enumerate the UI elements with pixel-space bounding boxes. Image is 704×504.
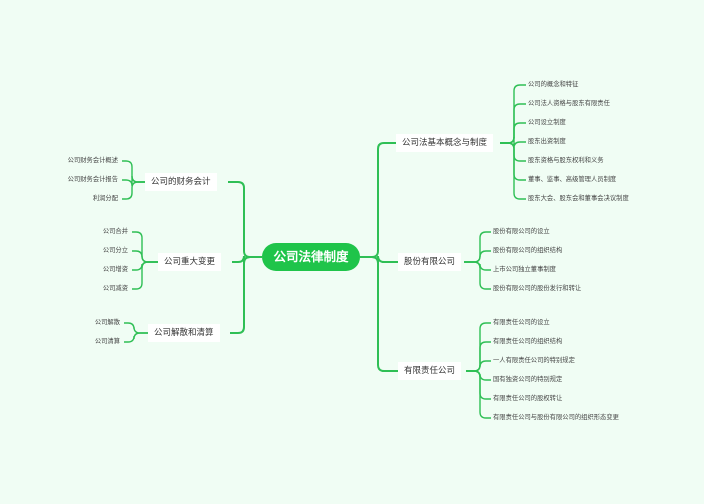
leaf-item[interactable]: 一人有限责任公司的特别规定 <box>493 357 575 364</box>
leaf-item[interactable]: 有限责任公司的组织结构 <box>493 338 563 345</box>
connector-leaf <box>500 142 526 200</box>
connector-leaf <box>124 332 148 343</box>
leaf-item[interactable]: 公司的概念和特征 <box>528 81 579 88</box>
leaf-item[interactable]: 有限责任公司与股份有限公司的组织形态变更 <box>493 414 619 421</box>
connector-leaf <box>466 322 491 372</box>
leaf-item[interactable]: 上市公司独立董事制度 <box>493 266 556 273</box>
connector-leaf <box>132 250 158 263</box>
leaf-item[interactable]: 股份有限公司的股份发行和转让 <box>493 285 582 292</box>
leaf-item[interactable]: 公司设立制度 <box>528 119 566 126</box>
connector-leaf <box>132 231 158 263</box>
leaf-item[interactable]: 公司清算 <box>94 338 120 345</box>
connector-leaf <box>132 261 158 290</box>
leaf-item[interactable]: 股东出资制度 <box>528 138 566 145</box>
leaf-item[interactable]: 国有独资公司的特别规定 <box>493 376 563 383</box>
leaf-item[interactable]: 公司分立 <box>102 247 128 254</box>
leaf-item[interactable]: 董事、监事、高级管理人员制度 <box>528 176 617 183</box>
leaf-item[interactable]: 股份有限公司的设立 <box>493 228 550 235</box>
connector-root-right <box>360 256 398 372</box>
branch-major-changes[interactable]: 公司重大变更 <box>158 253 222 271</box>
leaf-item[interactable]: 公司法人资格与股东有限责任 <box>528 100 610 107</box>
branch-joint-stock-company[interactable]: 股份有限公司 <box>398 253 462 271</box>
leaf-item[interactable]: 有限责任公司的股权转让 <box>493 395 563 402</box>
leaf-item[interactable]: 公司合并 <box>102 228 128 235</box>
connector-leaf <box>500 84 526 144</box>
leaf-item[interactable]: 股东大会、股东会和董事会决议制度 <box>528 195 629 202</box>
root-topic[interactable]: 公司法律制度 <box>262 243 360 271</box>
branch-financial-accounting[interactable]: 公司的财务会计 <box>145 173 217 191</box>
leaf-item[interactable]: 股东资格与股东权利和义务 <box>528 157 604 164</box>
connector-leaf <box>464 231 491 263</box>
connector-root-right <box>360 142 396 258</box>
connector-leaf <box>124 322 148 334</box>
leaf-item[interactable]: 公司解散 <box>94 319 120 326</box>
leaf-item[interactable]: 公司增资 <box>102 266 128 273</box>
leaf-item[interactable]: 公司减资 <box>102 285 128 292</box>
branch-dissolution-liquidation[interactable]: 公司解散和清算 <box>148 324 220 342</box>
connector-leaf <box>464 261 491 290</box>
connector-root-left <box>230 256 262 334</box>
connector-leaf <box>122 181 145 200</box>
leaf-item[interactable]: 利润分配 <box>92 195 118 202</box>
connector-leaf <box>466 360 491 372</box>
connector-leaf <box>466 370 491 419</box>
leaf-item[interactable]: 股份有限公司的组织结构 <box>493 247 563 254</box>
connector-leaf <box>466 370 491 400</box>
leaf-item[interactable]: 公司财务会计概述 <box>67 157 118 164</box>
connector-leaf <box>122 160 145 183</box>
connector-root-left <box>228 181 262 258</box>
leaf-item[interactable]: 公司财务会计报告 <box>67 176 118 183</box>
leaf-item[interactable]: 有限责任公司的设立 <box>493 319 550 326</box>
connector-leaf <box>464 250 491 263</box>
branch-company-law-basics[interactable]: 公司法基本概念与制度 <box>396 134 494 152</box>
branch-limited-liability-company[interactable]: 有限责任公司 <box>398 362 462 380</box>
connector-leaf <box>466 341 491 372</box>
